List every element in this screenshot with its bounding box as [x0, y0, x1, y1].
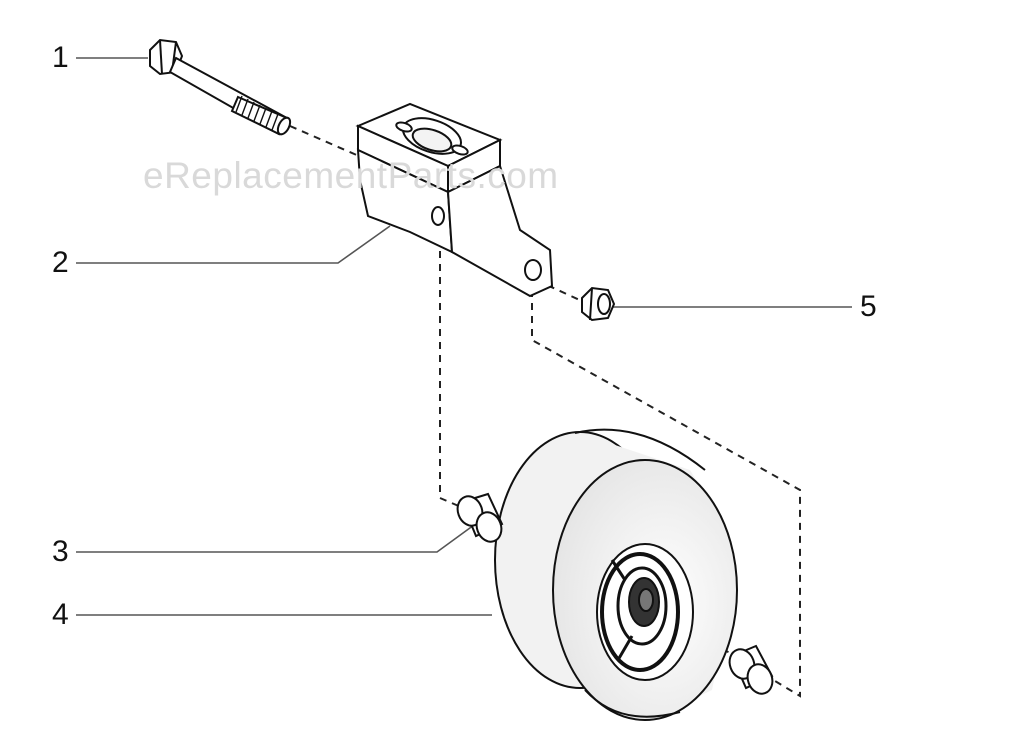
wheel-part: [494, 428, 738, 721]
callout-4: 4: [52, 598, 69, 631]
watermark-text: eReplacementParts.com: [143, 155, 559, 196]
caster-bracket-part: [355, 102, 554, 298]
nut-part: [581, 286, 616, 322]
bushing-part: [456, 492, 504, 543]
callout-1: 1: [52, 41, 69, 74]
leader-lines: [76, 57, 852, 616]
callout-2: 2: [52, 246, 69, 279]
bolt-part: [149, 38, 292, 136]
callout-5: 5: [860, 290, 877, 323]
bushing-part-second: [728, 644, 774, 695]
callout-3: 3: [52, 535, 69, 568]
